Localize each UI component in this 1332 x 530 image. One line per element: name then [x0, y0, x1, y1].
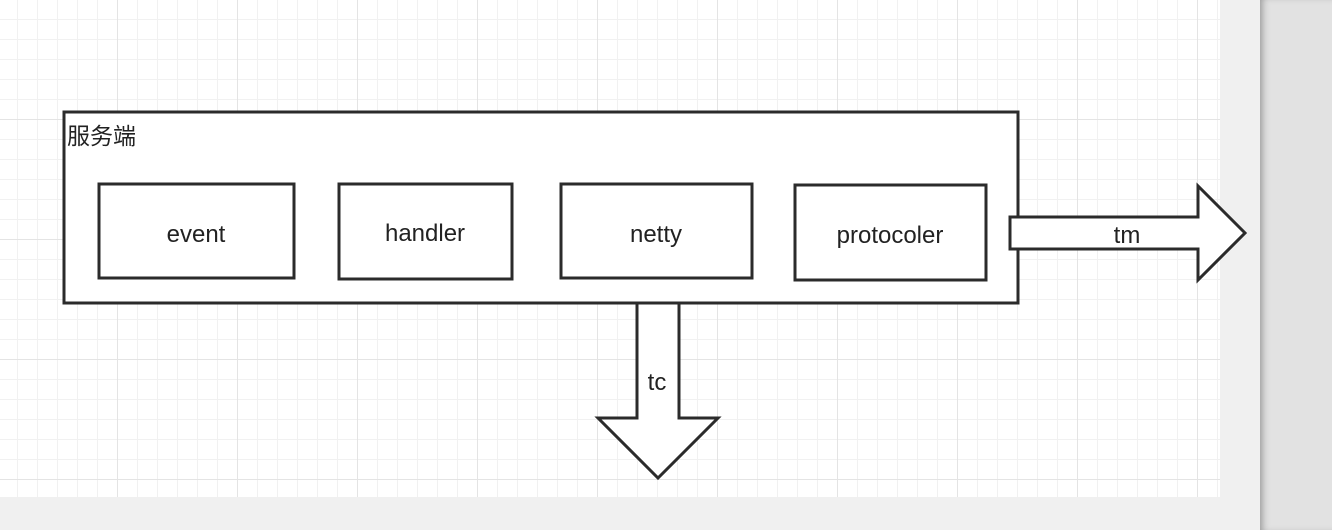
node-handler-box[interactable]	[337, 182, 514, 281]
arrow-tm-shape[interactable]	[1008, 182, 1248, 284]
diagram-svg: tc 服务端 tm event handler netty protocoler	[62, 110, 1248, 481]
node-netty-label: netty	[630, 221, 682, 248]
node-event[interactable]: event	[97, 182, 296, 280]
arrow-tm[interactable]: tm	[1008, 182, 1248, 284]
node-handler[interactable]: handler	[337, 182, 514, 281]
arrow-tc-shape[interactable]	[594, 295, 722, 481]
arrow-tm-label: tm	[1114, 222, 1141, 249]
side-panel	[1260, 0, 1332, 530]
node-netty[interactable]: netty	[559, 182, 754, 280]
node-protocoler-label: protocoler	[837, 222, 944, 249]
node-protocoler-box[interactable]	[793, 183, 988, 282]
node-protocoler[interactable]: protocoler	[793, 183, 988, 282]
arrow-tc[interactable]: tc	[594, 295, 722, 481]
node-netty-box[interactable]	[559, 182, 754, 280]
arrow-tc-label: tc	[648, 369, 667, 396]
canvas-margin	[1220, 0, 1260, 530]
node-event-label: event	[167, 221, 226, 248]
node-handler-label: handler	[385, 220, 465, 247]
node-event-box[interactable]	[97, 182, 296, 280]
container-server-label: 服务端	[67, 124, 136, 150]
